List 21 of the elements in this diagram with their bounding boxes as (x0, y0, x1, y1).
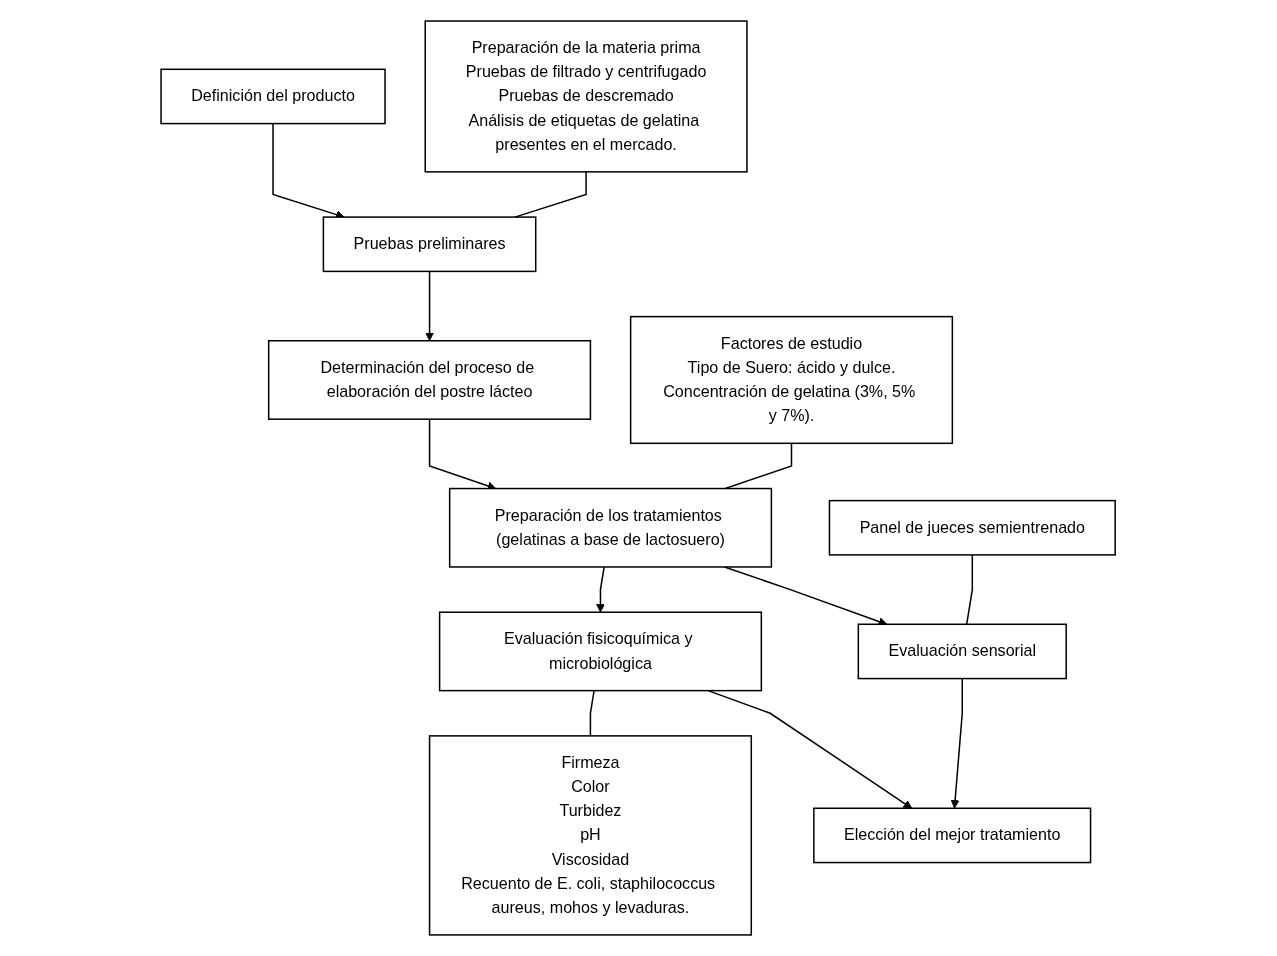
node-box: Firmeza Color Turbidez pH Viscosidad Recuento de E. coli, staphilococcus aureus, mohos y levaduras. (429, 735, 753, 936)
node-box: Elección del mejor tratamiento (813, 807, 1092, 864)
node-box: Evaluación sensorial (857, 623, 1068, 680)
arrow (596, 566, 606, 613)
connector (724, 442, 793, 490)
node-box: Factores de estudio Tipo de Suero: ácido y dulce. Concentración de gelatina (3%, 5% y 7%). (630, 315, 954, 445)
node-box: Determinación del proceso de elaboración del postre lácteo (268, 340, 592, 420)
connector (590, 689, 596, 737)
node-box: Pruebas preliminares (323, 216, 537, 273)
node-box: Definición del producto (160, 68, 387, 125)
arrow (724, 566, 888, 626)
arrow (707, 689, 913, 809)
node-box: Panel de jueces semientrenado (829, 499, 1117, 556)
arrow (951, 677, 964, 809)
arrow (425, 270, 435, 342)
node-box: Preparación de los tratamientos (gelatinas a base de lactosuero) (449, 487, 773, 568)
connector (514, 171, 588, 218)
arrow (272, 122, 345, 219)
node-box: Preparación de la materia prima Pruebas de filtrado y centrifugado Pruebas de descremado Análisis de etiquetas de gelatina presentes en el mercado. (424, 20, 749, 173)
node-box: Evaluación fisicoquímica y microbiológica (439, 611, 763, 692)
connector (966, 554, 974, 626)
